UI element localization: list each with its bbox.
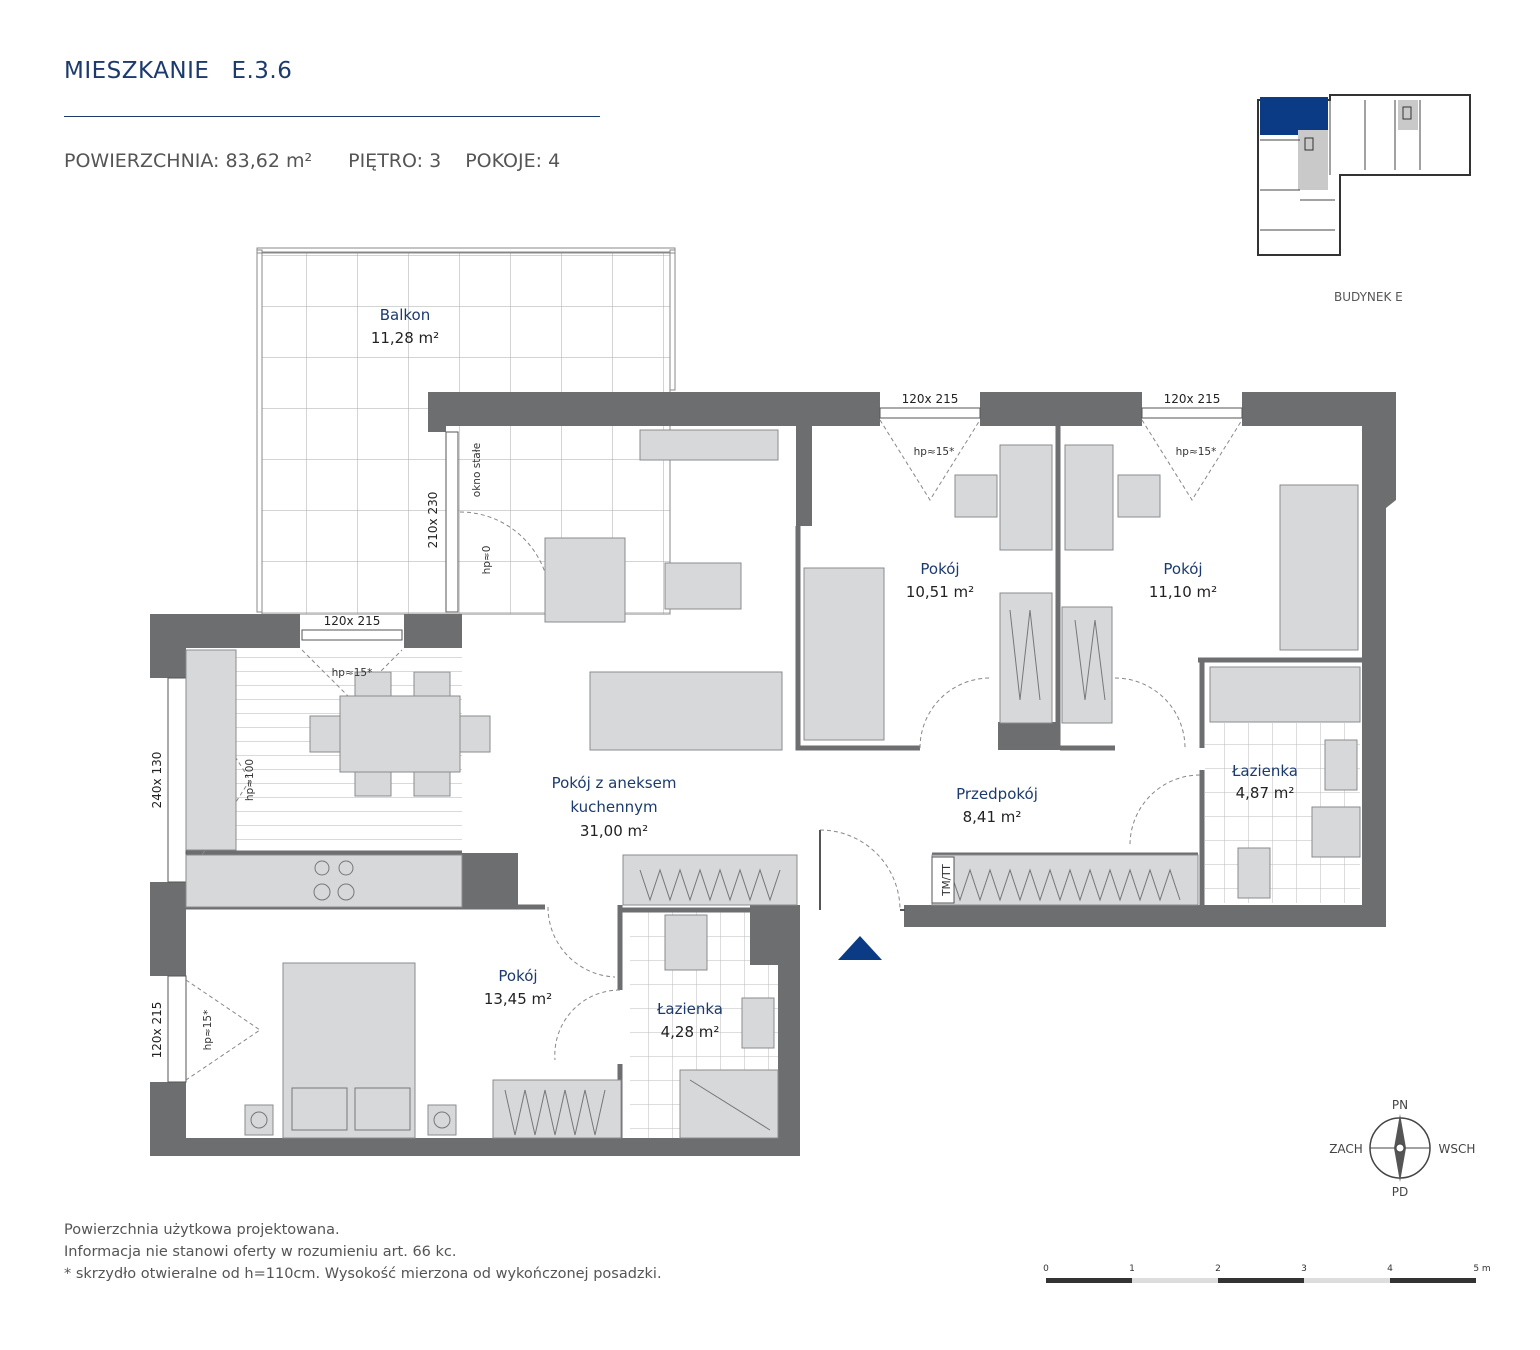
footer-line-3: * skrzydło otwieralne od h=110cm. Wysoko… [64,1266,662,1282]
wardrobe-3 [492,1079,622,1139]
armchair [544,537,626,623]
building-label: BUDYNEK E [1334,290,1403,304]
tv-unit [639,429,779,461]
window-label-bedroom: 120x 215 [150,1002,164,1059]
pokoj-3-area: 13,45 m² [484,990,552,1008]
compass-east: WSCH [1439,1142,1476,1156]
desk-1 [999,444,1053,551]
pokoj-aneks-label-1: Pokój z aneksem [552,774,677,792]
wardrobe-2 [1061,606,1113,724]
entrance-arrow-icon [838,936,882,960]
header-divider [64,116,600,117]
footer-notes: Powierzchnia użytkowa projektowana. Info… [64,1219,662,1285]
hp-label-balcony: hp≈15* [332,667,373,679]
chair-2 [1117,474,1161,518]
balkon-label: Balkon [380,306,431,324]
scale-tick-1: 1 [1129,1264,1135,1274]
scale-tick-0: 0 [1043,1264,1049,1274]
apartment-meta: POWIERZCHNIA: 83,62 m² PIĘTRO: 3 POKOJE:… [64,150,560,172]
pokoj-aneks-label-2: kuchennym [570,798,657,816]
furniture-details [250,609,1181,1136]
chair-1 [954,474,998,518]
sink-1 [1324,739,1358,791]
bed-1 [803,567,885,741]
scale-tick-2: 2 [1215,1264,1221,1274]
area-value: 83,62 m² [225,150,313,172]
dining-table [339,695,461,773]
compass: PN PD ZACH WSCH [1329,1098,1475,1199]
fixed-window-label: okno stałe [471,443,483,497]
scale-tick-5: 5 m [1473,1264,1490,1274]
lazienka-2-label: Łazienka [656,1000,723,1018]
coffee-table [664,562,742,610]
apartment-title: MIESZKANIE E.3.6 [64,58,314,84]
closet [622,854,798,906]
pokoj-1-area: 10,51 m² [906,583,974,601]
window-label-kitchen: 240x 130 [150,752,164,809]
lazienka-1-label: Łazienka [1231,762,1298,780]
lazienka-1-area: 4,87 m² [1236,784,1295,802]
floor-value: 3 [429,150,442,172]
toilet-2 [664,914,708,971]
washing-machine [1311,806,1361,858]
room-labels: Balkon 11,28 m² Pokój z aneksem kuchenny… [371,306,1298,1041]
pokoj-2-label: Pokój [1163,560,1202,578]
windows [167,407,1243,1083]
floor-label: PIĘTRO: [348,150,424,172]
hp-label-bedroom: hp≈15* [202,1010,214,1051]
walls [150,392,1396,1156]
window-labels: 120x 215 120x 215 120x 215 240x 130 120x… [150,392,1220,1058]
kitchen-worktop [185,854,463,908]
scale-tick-4: 4 [1387,1264,1393,1274]
meter-box [931,856,955,904]
compass-north: PN [1392,1098,1408,1112]
rooms-label: POKOJE: [465,150,543,172]
hall-wardrobe [931,854,1199,906]
window-label-top2: 120x 215 [1164,392,1221,406]
bathtub [1209,666,1361,723]
footer-line-1: Powierzchnia użytkowa projektowana. [64,1222,340,1238]
building-key-plan [1257,94,1471,256]
wardrobe-1 [999,592,1053,724]
lazienka-2-area: 4,28 m² [661,1023,720,1041]
hp-label-kitchen: hp≈100 [244,759,256,801]
compass-south: PD [1392,1185,1408,1199]
hp-label-door: hp≈0 [481,546,493,575]
scale-bar: 0 1 2 3 4 5 m [1043,1264,1491,1283]
nightstand-2 [427,1104,457,1136]
nightstand-1 [244,1104,274,1136]
sink-2 [741,997,775,1049]
przedpokoj-label: Przedpokój [956,785,1038,803]
window-label-top1: 120x 215 [902,392,959,406]
sofa [589,671,783,751]
balkon-area: 11,28 m² [371,329,439,347]
area-label: POWIERZCHNIA: [64,150,220,172]
balcony-door-label: 210x 230 [426,492,440,549]
compass-west: ZACH [1329,1142,1363,1156]
toilet-1 [1237,847,1271,899]
bed-2 [1279,484,1359,651]
footer-line-2: Informacja nie stanowi oferty w rozumien… [64,1244,457,1260]
highlighted-apartment [1260,97,1328,135]
pokoj-1-label: Pokój [920,560,959,578]
bed-3 [282,962,416,1139]
pokoj-3-label: Pokój [498,967,537,985]
hp-label-top2: hp≈15* [1176,446,1217,458]
przedpokoj-area: 8,41 m² [963,808,1022,826]
furniture [185,429,1361,1139]
pokoj-2-area: 11,10 m² [1149,583,1217,601]
apartment-code: E.3.6 [231,58,293,84]
rooms-value: 4 [548,150,561,172]
apartment-title-word: MIESZKANIE [64,58,210,84]
hp-label-top1: hp≈15* [914,446,955,458]
kitchen-counter [185,649,237,851]
scale-tick-3: 3 [1301,1264,1307,1274]
window-label-balcony: 120x 215 [324,614,381,628]
meter-label: TM/TT [941,864,953,897]
pokoj-aneks-area: 31,00 m² [580,822,648,840]
desk-2 [1064,444,1114,551]
